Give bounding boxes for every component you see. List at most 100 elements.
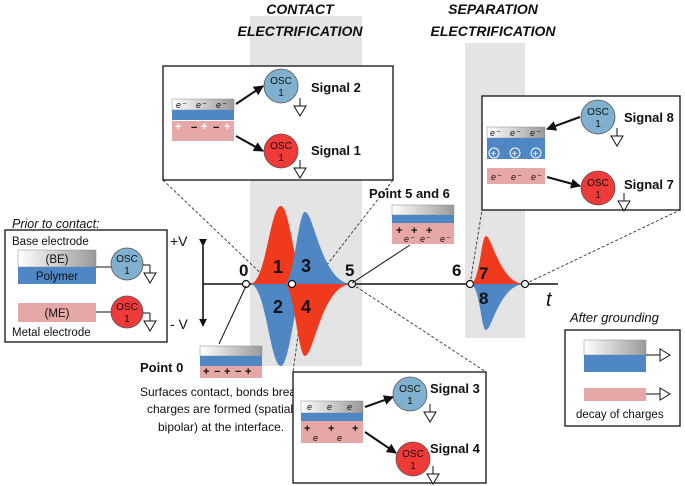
s34-metal [301,421,363,443]
svg-text:+: + [411,225,417,237]
peak-3-label: 3 [301,256,311,276]
after-ground-bot [659,387,671,401]
signal-7-label: Signal 7 [624,177,674,192]
point-0-marker [241,279,251,289]
svg-text:e⁻: e⁻ [530,128,541,138]
peak-7-shape [470,236,525,284]
prior-box [4,229,168,343]
svg-text:+: + [224,366,230,378]
svg-text:e⁻: e⁻ [491,172,502,182]
osc-label: OSC [402,449,424,460]
prior-osc-red [110,295,144,329]
osc-blue-s3 [392,376,428,412]
prior-osc-blue [110,247,144,281]
s78-arrow-bot [546,176,581,189]
connector-sep-left [469,209,483,285]
osc-label: OSC [587,178,609,189]
svg-text:e⁻: e⁻ [440,234,451,244]
osc-num: 1 [278,153,284,164]
prior-metal [18,303,96,322]
point56-electrode [391,204,455,216]
after-polymer [584,355,646,372]
prior-title: Prior to contact: [12,217,100,231]
point0-desc-2: charges are formed (spatially [147,402,302,416]
prior-polymer [18,267,96,284]
osc-label: OSC [587,107,609,118]
peak-8-label: 8 [479,289,488,308]
point-5-label: 5 [345,261,354,280]
svg-text:+: + [245,366,251,378]
peak-1-shape [250,206,306,284]
svg-text:e⁻: e⁻ [404,234,415,244]
svg-text:e⁻: e⁻ [510,128,521,138]
svg-text:e: e [313,433,318,443]
s34-charges: + + + [304,423,358,435]
osc-num: 1 [595,119,601,130]
point0-desc-1: Surfaces contact, bonds break, [140,385,305,399]
svg-text:e⁻: e⁻ [490,128,501,138]
connector-bottom-right [351,283,487,373]
metal-electrode-label: Metal electrode [12,327,91,339]
osc-label: OSC [270,76,292,87]
svg-text:+: + [533,149,539,160]
osc-num: 1 [124,266,130,277]
osc-label: OSC [116,254,138,265]
after-ground-top [659,348,671,362]
base-electrode-label: Base electrode [12,236,89,248]
s78-bottom-electrons: e⁻ e⁻ e⁻ [491,172,542,182]
peak-4-shape [284,284,352,356]
svg-text:−: − [235,366,241,378]
point0-metal [200,366,262,378]
signal-4-label: Signal 4 [430,441,481,456]
after-title: After grounding [569,310,660,325]
point-56-leader [351,244,411,284]
svg-text:e⁻: e⁻ [216,100,227,110]
s34-arrow-top [364,395,394,408]
prior-be: (BE) [46,254,69,266]
peak-4-label: 4 [301,297,311,317]
s12-arrow-top [235,85,264,105]
separation-heading-1: SEPARATION [448,1,539,17]
point56-electrons: e⁻ e⁻ e⁻ [404,234,451,244]
s12-polymer [172,110,234,120]
s34-bottom-electrons: e e [313,433,342,443]
point-end-marker [520,279,530,289]
svg-text:e⁻: e⁻ [420,234,431,244]
point56-title: Point 5 and 6 [369,186,450,201]
after-decay: decay of charges [576,409,664,421]
s78-arrow-top [546,116,581,131]
peak-1-label: 1 [273,257,283,277]
osc-red-s7 [580,170,616,206]
svg-text:e⁻: e⁻ [196,100,207,110]
svg-text:+: + [175,121,181,133]
peak-2-shape [250,284,306,366]
peak-2-label: 2 [273,297,283,317]
point-6-marker [465,279,475,289]
svg-text:+: + [201,121,207,133]
svg-text:−: − [213,122,219,134]
osc-num: 1 [410,461,416,472]
contact-heading-2: ELECTRIFICATION [238,23,364,39]
s12-charges: + − + − + [175,121,230,134]
svg-text:+: + [396,225,402,237]
svg-text:+: + [328,423,334,435]
svg-text:+: + [203,366,209,378]
svg-text:e⁻: e⁻ [511,172,522,182]
point56-polymer [392,215,454,223]
axis-t: t [546,289,553,311]
point56-charges: + + + [396,225,432,237]
svg-text:e: e [307,402,312,412]
point0-title: Point 0 [140,360,183,375]
osc-red-s1 [263,133,299,169]
point0-desc-3: bipolar) at the interface. [158,420,284,434]
svg-text:+: + [224,121,230,133]
after-electrode [583,339,647,356]
axis-neg-v: - V [170,316,189,332]
svg-text:e: e [347,402,352,412]
signal-8-label: Signal 8 [624,110,674,125]
peak-3-shape [284,212,352,284]
osc-label: OSC [399,384,421,395]
signal-3-label: Signal 3 [430,381,480,396]
svg-text:+: + [512,149,518,160]
svg-text:+: + [491,149,497,160]
